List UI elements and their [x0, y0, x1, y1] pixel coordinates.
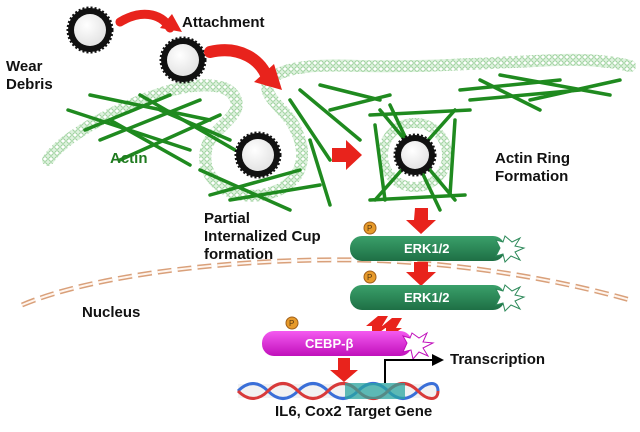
phospho-label-2: P — [367, 273, 372, 282]
partial-cup-label-line2: Internalized Cup — [204, 228, 321, 245]
target-gene-label: IL6, Cox2 Target Gene — [275, 403, 433, 420]
wear-debris-label-line1: Wear — [6, 58, 43, 75]
partial-cup-label-line3: formation — [204, 246, 274, 263]
actin-ring-label-line2: Formation — [495, 168, 569, 185]
cell-membrane-left — [42, 53, 636, 202]
transcription-arrow — [384, 359, 432, 383]
arrow-head-2 — [254, 64, 282, 90]
target-gene-region — [345, 383, 405, 399]
erk-lower-burst — [495, 284, 526, 312]
nucleus-label: Nucleus — [82, 304, 141, 321]
actin-ring-label: Actin Ring Formation — [495, 150, 570, 186]
wear-debris-particle-1 — [66, 6, 114, 54]
partial-cup-label-line1: Partial — [204, 210, 250, 227]
attachment-label: Attachment — [182, 14, 265, 31]
erk-upper-label: ERK1/2 — [404, 241, 450, 256]
wear-debris-particle-ring — [393, 133, 437, 177]
phospho-erk-upper — [363, 221, 377, 235]
phospho-label-3: P — [289, 319, 294, 328]
phospho-erk-lower — [363, 270, 377, 284]
transcription-arrow-head — [432, 354, 444, 366]
cebp-pill — [262, 331, 412, 356]
cebp-burst — [401, 331, 435, 361]
arrow-erk-to-erk — [406, 262, 436, 286]
wear-debris-label-line2: Debris — [6, 76, 53, 93]
erk-upper-burst — [495, 235, 526, 263]
phospho-label-1: P — [367, 224, 372, 233]
arrow-attachment-to-membrane — [204, 44, 274, 86]
arrow-ring-to-erk — [406, 208, 436, 234]
wear-debris-label: Wear Debris — [6, 58, 53, 94]
arrow-erk-to-cebp-2 — [380, 318, 402, 340]
erk-lower-pill — [350, 285, 505, 310]
erk-lower-label: ERK1/2 — [404, 290, 450, 305]
nucleus-boundary — [21, 257, 631, 308]
arrow-cebp-to-dna — [330, 358, 358, 382]
wear-debris-particle-2 — [159, 36, 207, 84]
actin-ring-membrane — [378, 118, 452, 192]
dna-helix — [236, 382, 440, 400]
cebp-label: CEBP-β — [305, 336, 353, 351]
phospho-cebp — [285, 316, 299, 330]
actin-ring-label-line1: Actin Ring — [495, 150, 570, 167]
partial-cup-label: Partial Internalized Cup formation — [204, 210, 321, 264]
transcription-label: Transcription — [450, 351, 546, 368]
arrow-head-1 — [160, 14, 182, 32]
arrow-cup-to-ring — [332, 140, 362, 170]
wear-debris-particle-cup — [234, 131, 282, 179]
erk-upper-pill — [350, 236, 505, 261]
arrow-erk-to-cebp-1 — [366, 316, 388, 338]
actin-label: Actin — [110, 150, 148, 167]
